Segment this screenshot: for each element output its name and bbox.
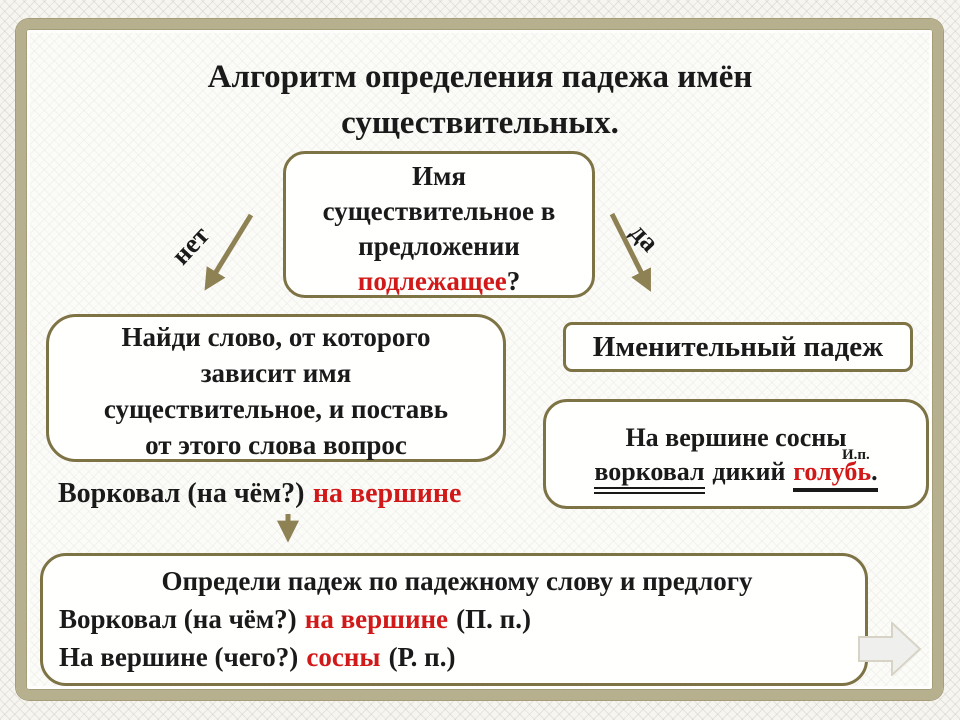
question-mark: ?	[506, 266, 521, 296]
highlighted-phrase: на вершине	[304, 604, 449, 634]
result-line: На вершине (чего?)сосны(Р. п.)	[59, 638, 855, 676]
page-title: Алгоритм определения падежа имён существ…	[0, 54, 960, 146]
case-abbrev: (Р. п.)	[388, 642, 456, 672]
question-box: Имя существительное в предложении подлеж…	[283, 151, 595, 298]
predicate-word: ворковал	[594, 457, 705, 486]
text-line: На вершине сосны	[625, 423, 847, 452]
result-prefix: Ворковал (на чём?)	[59, 604, 297, 634]
text-line: подлежащее?	[286, 264, 592, 299]
highlighted-phrase: сосны	[306, 642, 381, 672]
title-line: Алгоритм определения падежа имён	[207, 59, 753, 95]
subject-underlined: голубь.	[793, 457, 878, 492]
text-line: существительное, и поставь	[103, 394, 449, 424]
text-line: существительное в	[322, 196, 556, 226]
title-line: существительных.	[341, 105, 619, 141]
next-slide-arrow-icon[interactable]	[858, 622, 922, 676]
period: .	[871, 457, 878, 486]
result-line: Ворковал (на чём?)на вершине(П. п.)	[59, 600, 855, 638]
case-question-line: Ворковал (на чём?)на вершине	[58, 478, 461, 510]
highlighted-word: подлежащее	[357, 266, 507, 296]
text-line: Найди слово, от которого	[121, 322, 431, 352]
text-line: Именительный падеж	[592, 330, 884, 363]
case-annotation: И.п.	[842, 447, 870, 463]
text-line: Имя	[412, 161, 466, 191]
result-heading: Определи падеж по падежному слову и пред…	[161, 566, 753, 596]
highlighted-phrase: на вершине	[312, 478, 462, 509]
result-prefix: На вершине (чего?)	[59, 642, 299, 672]
find-word-box: Найди слово, от которого зависит имя сущ…	[46, 314, 506, 462]
middle-word: дикий	[712, 457, 786, 486]
subject-word: голубь	[793, 457, 872, 486]
text-line: предложении	[358, 231, 520, 261]
question-prefix: Ворковал (на чём?)	[58, 478, 305, 509]
case-abbrev: (П. п.)	[456, 604, 531, 634]
text-line: зависит имя	[200, 358, 352, 388]
result-box: Определи падеж по падежному слову и пред…	[40, 553, 868, 686]
text-line: от этого слова вопрос	[145, 430, 407, 460]
predicate-underlined: ворковал	[594, 457, 705, 494]
nominative-case-box: Именительный падеж	[563, 322, 913, 372]
